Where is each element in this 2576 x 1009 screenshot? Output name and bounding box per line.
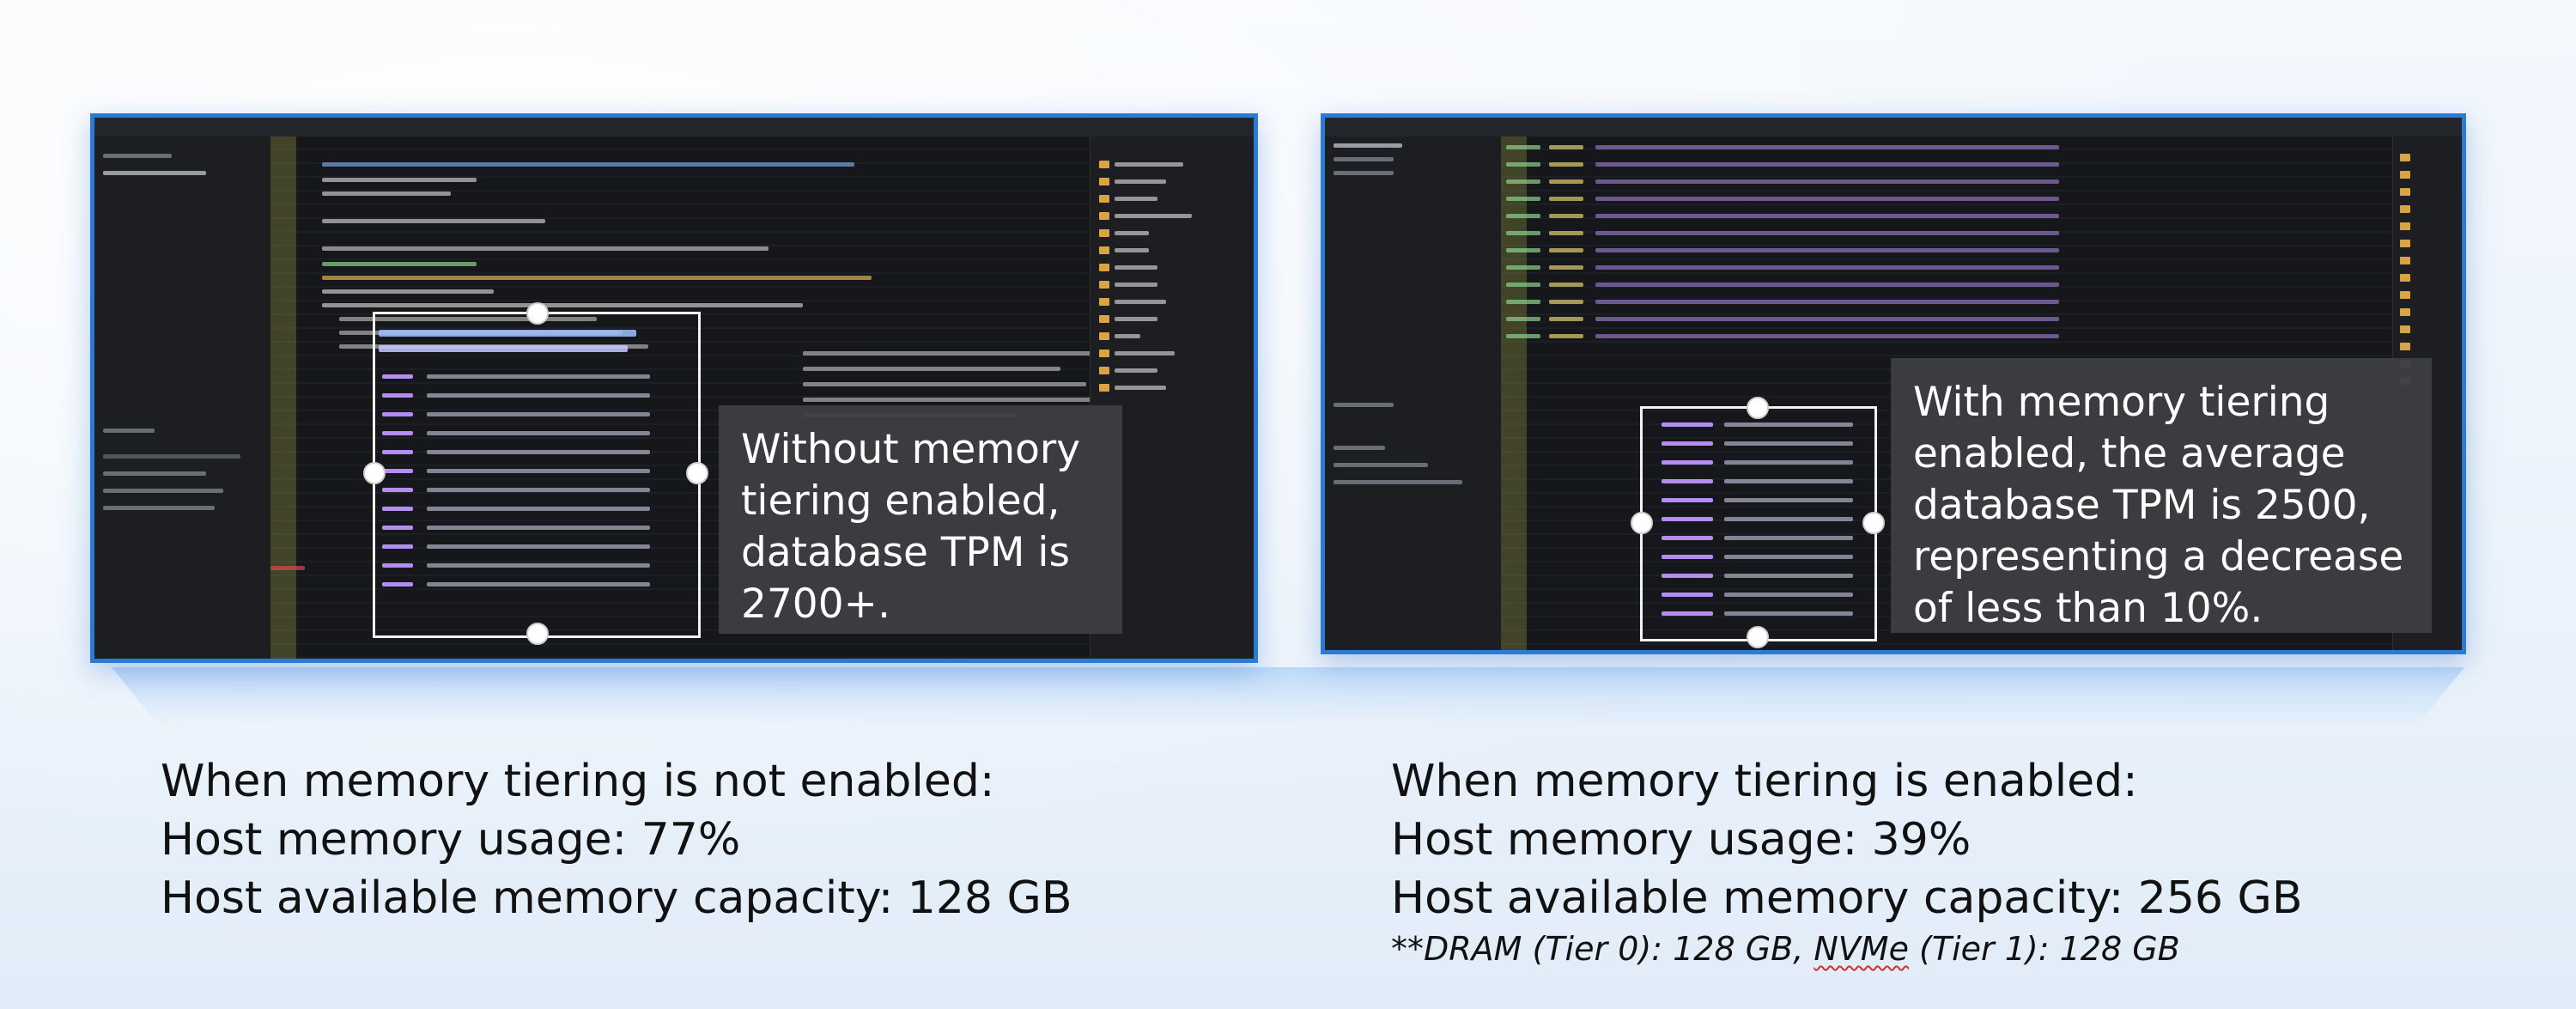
host-available-capacity: Host available memory capacity: 128 GB [161, 872, 1072, 924]
callout-line: representing a decrease [1913, 533, 2404, 580]
window-titlebar [94, 118, 1254, 137]
host-memory-usage: Host memory usage: 39% [1391, 814, 1971, 866]
terminal-screenshot-without-tiering: Without memory tiering enabled, database… [90, 113, 1258, 663]
highlight-selection-box[interactable] [373, 312, 701, 638]
terminal-screenshot-with-tiering: With memory tiering enabled, the average… [1321, 113, 2466, 654]
window-titlebar [1325, 118, 2462, 137]
resize-handle-left[interactable] [1631, 512, 1653, 534]
resize-handle-top[interactable] [526, 302, 549, 325]
resize-handle-top[interactable] [1747, 397, 1769, 419]
callout-line: of less than 10%. [1913, 585, 2263, 632]
callout-line: 2700+. [741, 580, 890, 628]
summary-heading: When memory tiering is not enabled: [161, 756, 995, 807]
callout-line: database TPM is 2500, [1913, 482, 2371, 529]
note-suffix: (Tier 1): 128 GB [1908, 930, 2180, 968]
callout-line: database TPM is [741, 529, 1070, 576]
note-nvme: NVMe [1814, 930, 1909, 968]
resize-handle-right[interactable] [1862, 512, 1885, 534]
tpm-callout-without-tiering: Without memory tiering enabled, database… [719, 405, 1122, 634]
callout-line: Without memory [741, 426, 1081, 473]
summary-without-tiering: When memory tiering is not enabled: Host… [161, 752, 1072, 927]
resize-handle-bottom[interactable] [526, 623, 549, 645]
tier-breakdown-note: **DRAM (Tier 0): 128 GB, NVMe (Tier 1): … [1391, 927, 2303, 970]
summary-with-tiering: When memory tiering is enabled: Host mem… [1391, 752, 2303, 970]
highlight-selection-box[interactable] [1640, 406, 1877, 641]
display-platform [112, 667, 2464, 726]
resize-handle-bottom[interactable] [1747, 626, 1769, 648]
host-memory-usage: Host memory usage: 77% [161, 814, 741, 866]
callout-line: tiering enabled, [741, 477, 1060, 525]
callout-line: With memory tiering [1913, 379, 2330, 426]
summary-heading: When memory tiering is enabled: [1391, 756, 2138, 807]
session-sidebar [1325, 137, 1502, 650]
session-sidebar [94, 137, 271, 659]
tpm-callout-with-tiering: With memory tiering enabled, the average… [1891, 358, 2432, 633]
note-prefix: **DRAM (Tier 0): 128 GB, [1391, 930, 1814, 968]
resize-handle-left[interactable] [363, 462, 386, 484]
host-available-capacity: Host available memory capacity: 256 GB [1391, 872, 2303, 924]
resize-handle-right[interactable] [686, 462, 708, 484]
callout-line: enabled, the average [1913, 430, 2346, 477]
